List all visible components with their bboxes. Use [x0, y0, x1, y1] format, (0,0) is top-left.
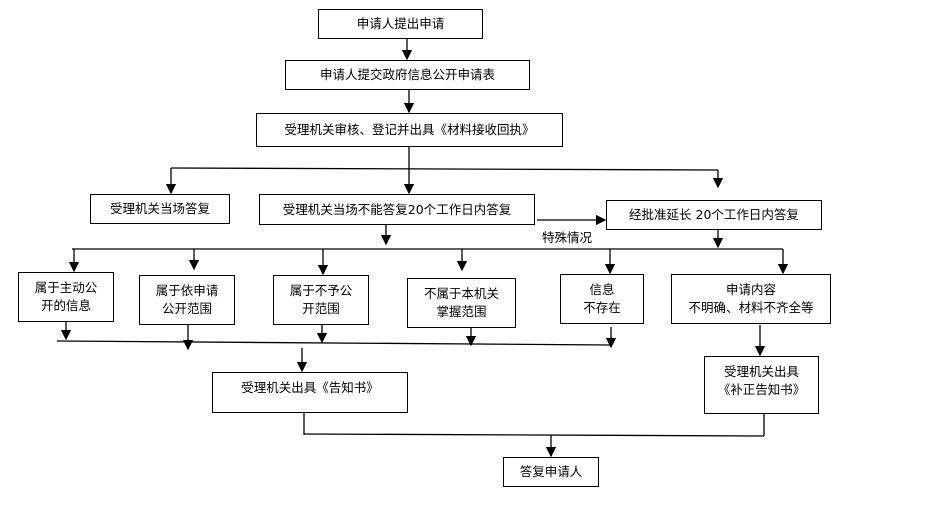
step-reply-applicant: 答复申请人 — [503, 457, 599, 487]
step-submit-form: 申请人提交政府信息公开申请表 — [285, 60, 530, 90]
line: 不存在 — [583, 300, 621, 315]
step-submit-request: 申请人提出申请 — [318, 9, 483, 39]
line: 不明确、材料不齐全等 — [688, 300, 814, 315]
connector — [170, 167, 719, 171]
line: 公开范围 — [161, 301, 212, 316]
step-reply-onsite: 受理机关当场答复 — [90, 194, 230, 224]
category-unclear-incomplete: 申请内容不明确、材料不齐全等 — [671, 274, 831, 324]
step-text: 经批准延长 20个工作日内答复 — [629, 207, 799, 222]
step-text: 受理机关出具《告知书》 — [241, 380, 379, 395]
step-extended-reply: 经批准延长 20个工作日内答复 — [606, 200, 822, 230]
connector — [56, 340, 613, 346]
category-not-exist: 信息不存在 — [560, 274, 644, 324]
line: 信息 — [589, 282, 615, 297]
line: 属于主动公 — [34, 280, 98, 295]
step-reply-20-days: 受理机关当场不能答复20个工作日内答复 — [259, 194, 535, 225]
connector — [303, 433, 765, 437]
step-text: 申请人提交政府信息公开申请表 — [319, 67, 495, 82]
line: 属于依申请 — [155, 283, 219, 298]
special-case-label: 特殊情况 — [542, 230, 593, 245]
category-disclosure-on-request: 属于依申请公开范围 — [139, 275, 235, 325]
line: 属于不予公 — [289, 283, 353, 298]
step-issue-correction-notice: 受理机关出具《补正告知书》 — [704, 356, 819, 414]
step-text: 受理机关审核、登记并出具《材料接收回执》 — [284, 122, 535, 137]
category-not-held-by-agency: 不属于本机关掌握范围 — [407, 278, 516, 328]
line: 受理机关出具 — [723, 364, 799, 379]
step-review-register: 受理机关审核、登记并出具《材料接收回执》 — [256, 113, 563, 147]
step-text: 申请人提出申请 — [356, 16, 445, 31]
line: 申请内容 — [725, 282, 776, 297]
step-issue-notice: 受理机关出具《告知书》 — [212, 372, 408, 413]
line: 掌握范围 — [436, 304, 487, 319]
category-not-disclosed: 属于不予公开范围 — [273, 275, 369, 325]
line: 开的信息 — [40, 298, 91, 313]
line: 不属于本机关 — [423, 286, 499, 301]
line: 《补正告知书》 — [717, 382, 806, 397]
line: 开范围 — [302, 301, 340, 316]
step-text: 受理机关当场不能答复20个工作日内答复 — [282, 201, 512, 217]
step-text: 受理机关当场答复 — [109, 201, 210, 216]
category-active-disclosure: 属于主动公开的信息 — [18, 272, 114, 322]
step-text: 答复申请人 — [519, 464, 583, 479]
